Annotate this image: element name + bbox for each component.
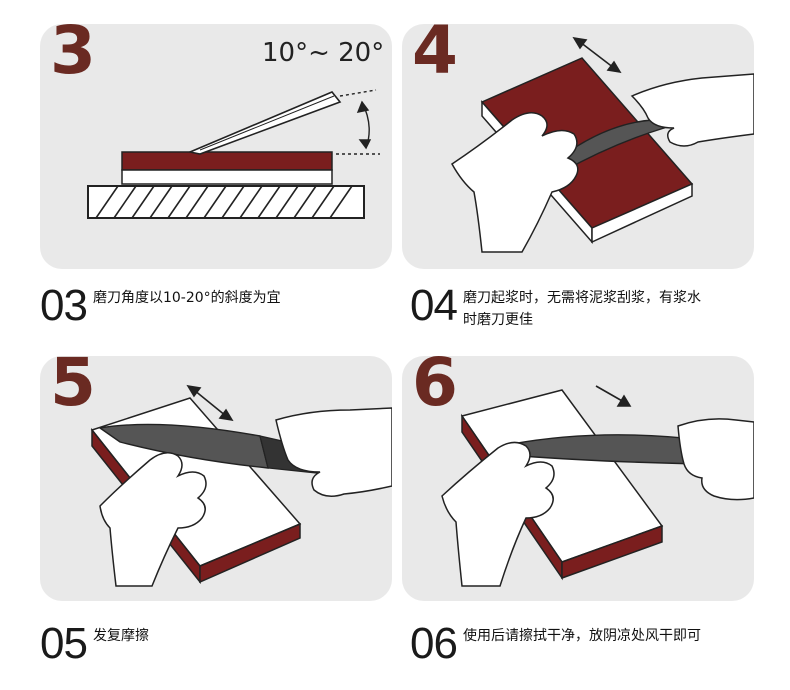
arrow-icon: [595, 385, 632, 407]
rubbing-illustration: [90, 384, 392, 587]
step-number: 5: [50, 356, 96, 421]
angle-guides: [336, 89, 380, 155]
caption-number: 05: [40, 619, 88, 668]
hand-icon: [677, 418, 754, 501]
caption-text: 磨刀角度以10-20°的斜度为宜: [92, 290, 281, 306]
step-caption-5: 05 发复摩擦: [40, 622, 393, 666]
angle-diagram-illustration: [87, 89, 380, 219]
step-caption-3: 03 磨刀角度以10-20°的斜度为宜: [40, 284, 393, 328]
angle-label: 10°~ 20°: [262, 38, 385, 68]
caption-number: 06: [410, 619, 458, 668]
caption-number: 03: [40, 281, 88, 330]
step-number: 6: [412, 356, 458, 421]
caption-text: 磨刀起浆时，无需将泥浆刮浆，有浆水 时磨刀更佳: [462, 290, 701, 328]
step-panel-6: 6: [402, 356, 754, 601]
hand-icon: [630, 73, 754, 147]
table-surface: [87, 185, 365, 219]
sharpening-illustration: [451, 36, 754, 253]
step-number: 4: [412, 24, 458, 89]
hand-icon: [441, 441, 555, 587]
hand-icon: [99, 452, 207, 587]
double-arrow-icon: [186, 384, 234, 422]
step-panel-5: 5: [40, 356, 392, 601]
cleaning-illustration: [441, 385, 754, 587]
step-caption-4: 04 磨刀起浆时，无需将泥浆刮浆，有浆水 时磨刀更佳: [410, 284, 763, 331]
double-arrow-icon: [572, 36, 622, 74]
hand-icon: [275, 407, 392, 497]
hand-icon: [451, 112, 579, 253]
step-panel-3: 3 10°~ 20°: [40, 24, 392, 269]
whetstone-icon: [121, 151, 333, 185]
caption-number: 04: [410, 281, 458, 330]
caption-text: 发复摩擦: [92, 628, 149, 644]
step-number: 3: [50, 24, 96, 89]
caption-text: 使用后请擦拭干净，放阴凉处风干即可: [462, 628, 701, 644]
knife-icon: [187, 91, 342, 155]
step-panel-4: 4: [402, 24, 754, 269]
step-caption-6: 06 使用后请擦拭干净，放阴凉处风干即可: [410, 622, 763, 666]
